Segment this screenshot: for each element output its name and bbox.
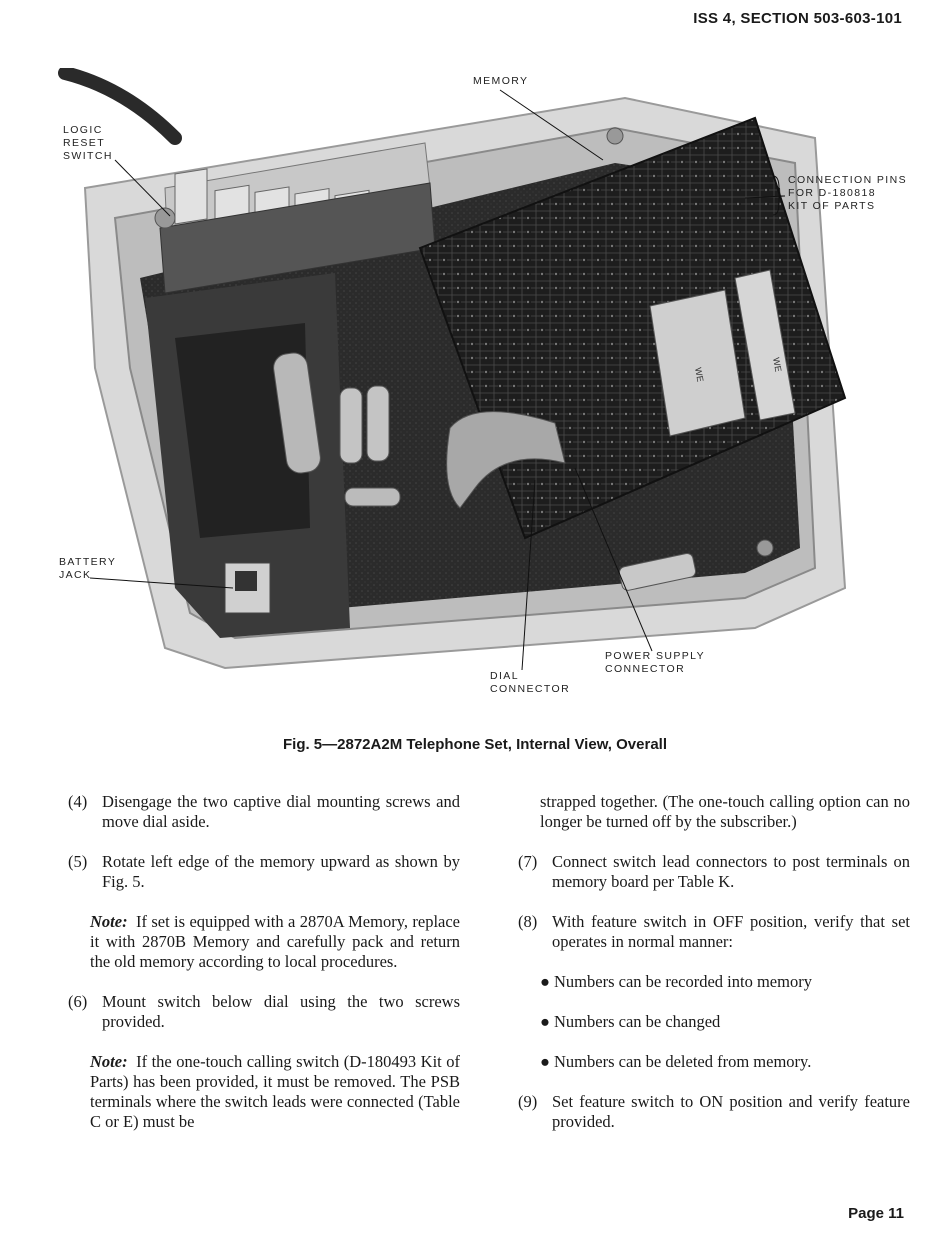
step-number: (7) [518, 852, 538, 871]
bullet-icon: ● [540, 1052, 550, 1071]
bullet-text: Numbers can be changed [554, 1012, 721, 1031]
note-label: Note: [90, 912, 128, 931]
chip-mark-we: WE [693, 367, 705, 383]
label-battery-jack: BATTERY JACK [59, 556, 117, 581]
step-text: Rotate left edge of the memory upward as… [102, 852, 460, 891]
ribbon-cable [446, 411, 566, 509]
step-text: Connect switch lead connectors to post t… [552, 852, 910, 891]
chip-mark-we: WE [771, 357, 783, 373]
step-number: (4) [68, 792, 88, 811]
capacitors [273, 352, 401, 507]
label-connection-pins: CONNECTION PINS FOR D-180818 KIT OF PART… [788, 174, 908, 212]
button-row [159, 142, 436, 294]
note-text: If set is equipped with a 2870A Memory, … [90, 912, 461, 971]
page-number: Page 11 [848, 1205, 904, 1222]
label-dial-connector: DIAL CONNECTOR [490, 670, 571, 695]
step-text: With feature switch in OFF position, ver… [552, 912, 910, 951]
figure-telephone-internal-view: WE WE MEMORY LOGIC [55, 68, 925, 708]
page-header: ISS 4, SECTION 503-603-101 [693, 10, 902, 27]
step-number: (5) [68, 852, 88, 871]
step-number: (8) [518, 912, 538, 931]
step-text: Mount switch below dial using the two sc… [102, 992, 460, 1031]
cord [58, 68, 182, 145]
bullet-item: ● Numbers can be changed [540, 1012, 910, 1032]
left-column: (4) Disengage the two captive dial mount… [68, 792, 460, 1152]
step-4: (4) Disengage the two captive dial mount… [68, 792, 460, 832]
telephone-photo: WE WE [58, 68, 847, 671]
leader-lines [89, 89, 786, 671]
right-column: strapped together. (The one-touch callin… [518, 792, 910, 1152]
step-text: Set feature switch to ON position and ve… [552, 1092, 910, 1131]
note-text: If the one-touch calling switch (D-18049… [90, 1052, 460, 1131]
note-2870a-memory: Note: If set is equipped with a 2870A Me… [90, 912, 460, 972]
bullet-text: Numbers can be deleted from memory. [554, 1052, 812, 1071]
step-6: (6) Mount switch below dial using the tw… [68, 992, 460, 1032]
bullet-icon: ● [540, 972, 550, 991]
memory-chips: WE WE [649, 269, 796, 437]
note-continuation: strapped together. (The one-touch callin… [540, 792, 910, 831]
step-number: (9) [518, 1092, 538, 1111]
note-one-touch-switch: Note: If the one-touch calling switch (D… [90, 1052, 460, 1132]
step-7: (7) Connect switch lead connectors to po… [518, 852, 910, 892]
figure-caption: Fig. 5—2872A2M Telephone Set, Internal V… [282, 736, 668, 753]
bullet-text: Numbers can be recorded into memory [554, 972, 812, 991]
bullet-icon: ● [540, 1012, 550, 1031]
step-text: Disengage the two captive dial mounting … [102, 792, 460, 831]
label-power-supply-connector: POWER SUPPLY CONNECTOR [605, 650, 706, 675]
step-8: (8) With feature switch in OFF position,… [518, 912, 910, 952]
step-number: (6) [68, 992, 88, 1011]
bullet-item: ● Numbers can be recorded into memory [540, 972, 910, 992]
step-9: (9) Set feature switch to ON position an… [518, 1092, 910, 1132]
note-label: Note: [90, 1052, 128, 1071]
label-logic-reset-switch: LOGIC RESET SWITCH [63, 124, 113, 162]
step-5: (5) Rotate left edge of the memory upwar… [68, 852, 460, 892]
label-memory: MEMORY [473, 75, 529, 87]
bullet-item: ● Numbers can be deleted from memory. [540, 1052, 910, 1072]
